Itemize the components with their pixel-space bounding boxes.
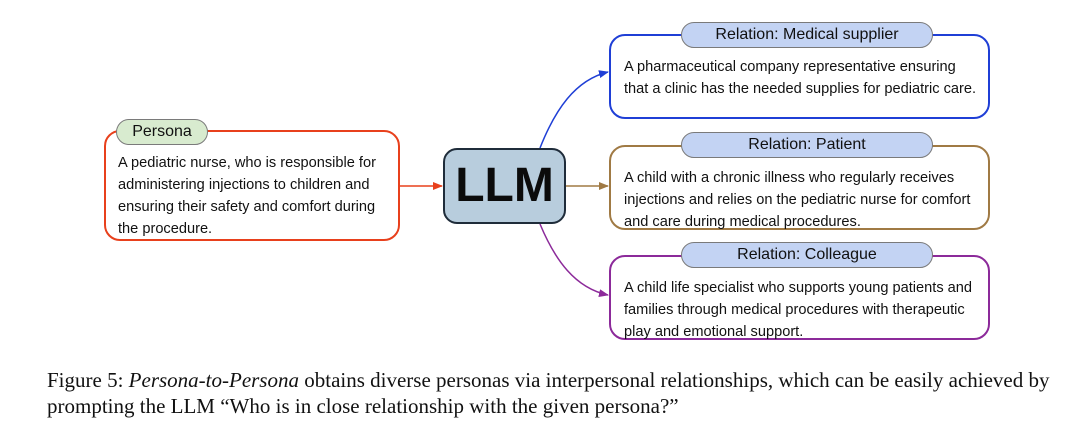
relation-text-medical-supplier: A pharmaceutical company representative … [624, 59, 977, 97]
llm-to-supplier-arrow [539, 70, 609, 149]
persona-label: Persona [116, 119, 208, 145]
figure-caption: Figure 5: Persona-to-Persona obtains div… [47, 367, 1067, 419]
relation-box-colleague: A child life specialist who supports you… [609, 255, 990, 340]
relation-label-medical-supplier: Relation: Medical supplier [681, 22, 933, 48]
persona-box: A pediatric nurse, who is responsible fo… [104, 130, 400, 241]
caption-rest: obtains diverse personas via interperson… [47, 368, 1050, 418]
llm-to-colleague-arrow [539, 223, 609, 298]
persona-text: A pediatric nurse, who is responsible fo… [118, 155, 376, 237]
relation-box-patient: A child with a chronic illness who regul… [609, 145, 990, 230]
relation-text-patient: A child with a chronic illness who regul… [624, 170, 971, 230]
relation-label-patient: Relation: Patient [681, 132, 933, 158]
llm-box: LLM [443, 148, 566, 224]
relation-label-colleague: Relation: Colleague [681, 242, 933, 268]
relation-text-colleague: A child life specialist who supports you… [624, 280, 973, 340]
relation-box-medical-supplier: A pharmaceutical company representative … [609, 34, 990, 119]
caption-prefix: Figure 5: [47, 368, 129, 392]
caption-italic-term: Persona-to-Persona [128, 368, 299, 392]
